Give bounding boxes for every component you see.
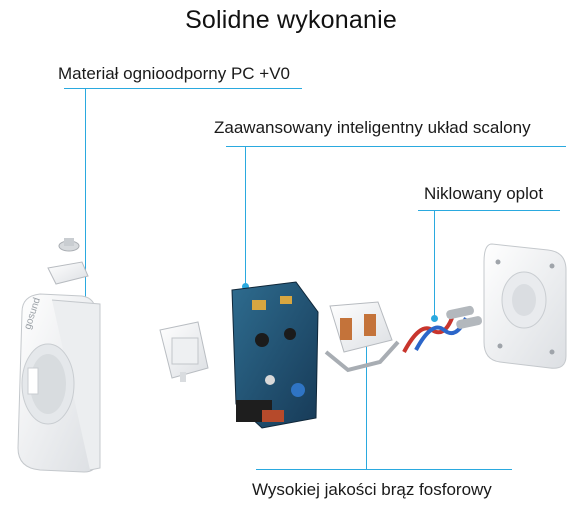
callout-line-circuit-v: [245, 146, 246, 286]
plastic-frame-icon: [159, 321, 209, 382]
circuit-board-icon: [231, 281, 319, 429]
callout-line-material-v: [85, 88, 86, 334]
front-housing-icon: gosund: [17, 293, 101, 473]
callout-line-braid-h: [418, 210, 560, 211]
callout-dot-circuit: [242, 283, 249, 290]
small-bracket-icon: [47, 261, 89, 285]
bronze-contacts-icon: [324, 301, 400, 373]
label-bronze: Wysokiej jakości brąz fosforowy: [252, 480, 492, 499]
callout-line-braid-v: [434, 210, 435, 318]
back-cover-icon: [483, 243, 567, 369]
callout-line-bronze-h: [256, 469, 512, 470]
callout-line-bronze-v: [366, 338, 367, 469]
page-title: Solidne wykonanie: [185, 6, 397, 34]
screw-icon: [58, 238, 80, 252]
label-braid: Niklowany oplot: [424, 184, 544, 203]
braided-wires-icon: [402, 305, 483, 353]
label-material: Materiał ognioodporny PC +V0: [58, 64, 290, 83]
label-circuit: Zaawansowany inteligentny układ scalony: [214, 118, 531, 137]
callout-line-material-h: [64, 88, 302, 89]
callout-dot-braid: [431, 315, 438, 322]
callout-line-circuit-h: [226, 146, 566, 147]
